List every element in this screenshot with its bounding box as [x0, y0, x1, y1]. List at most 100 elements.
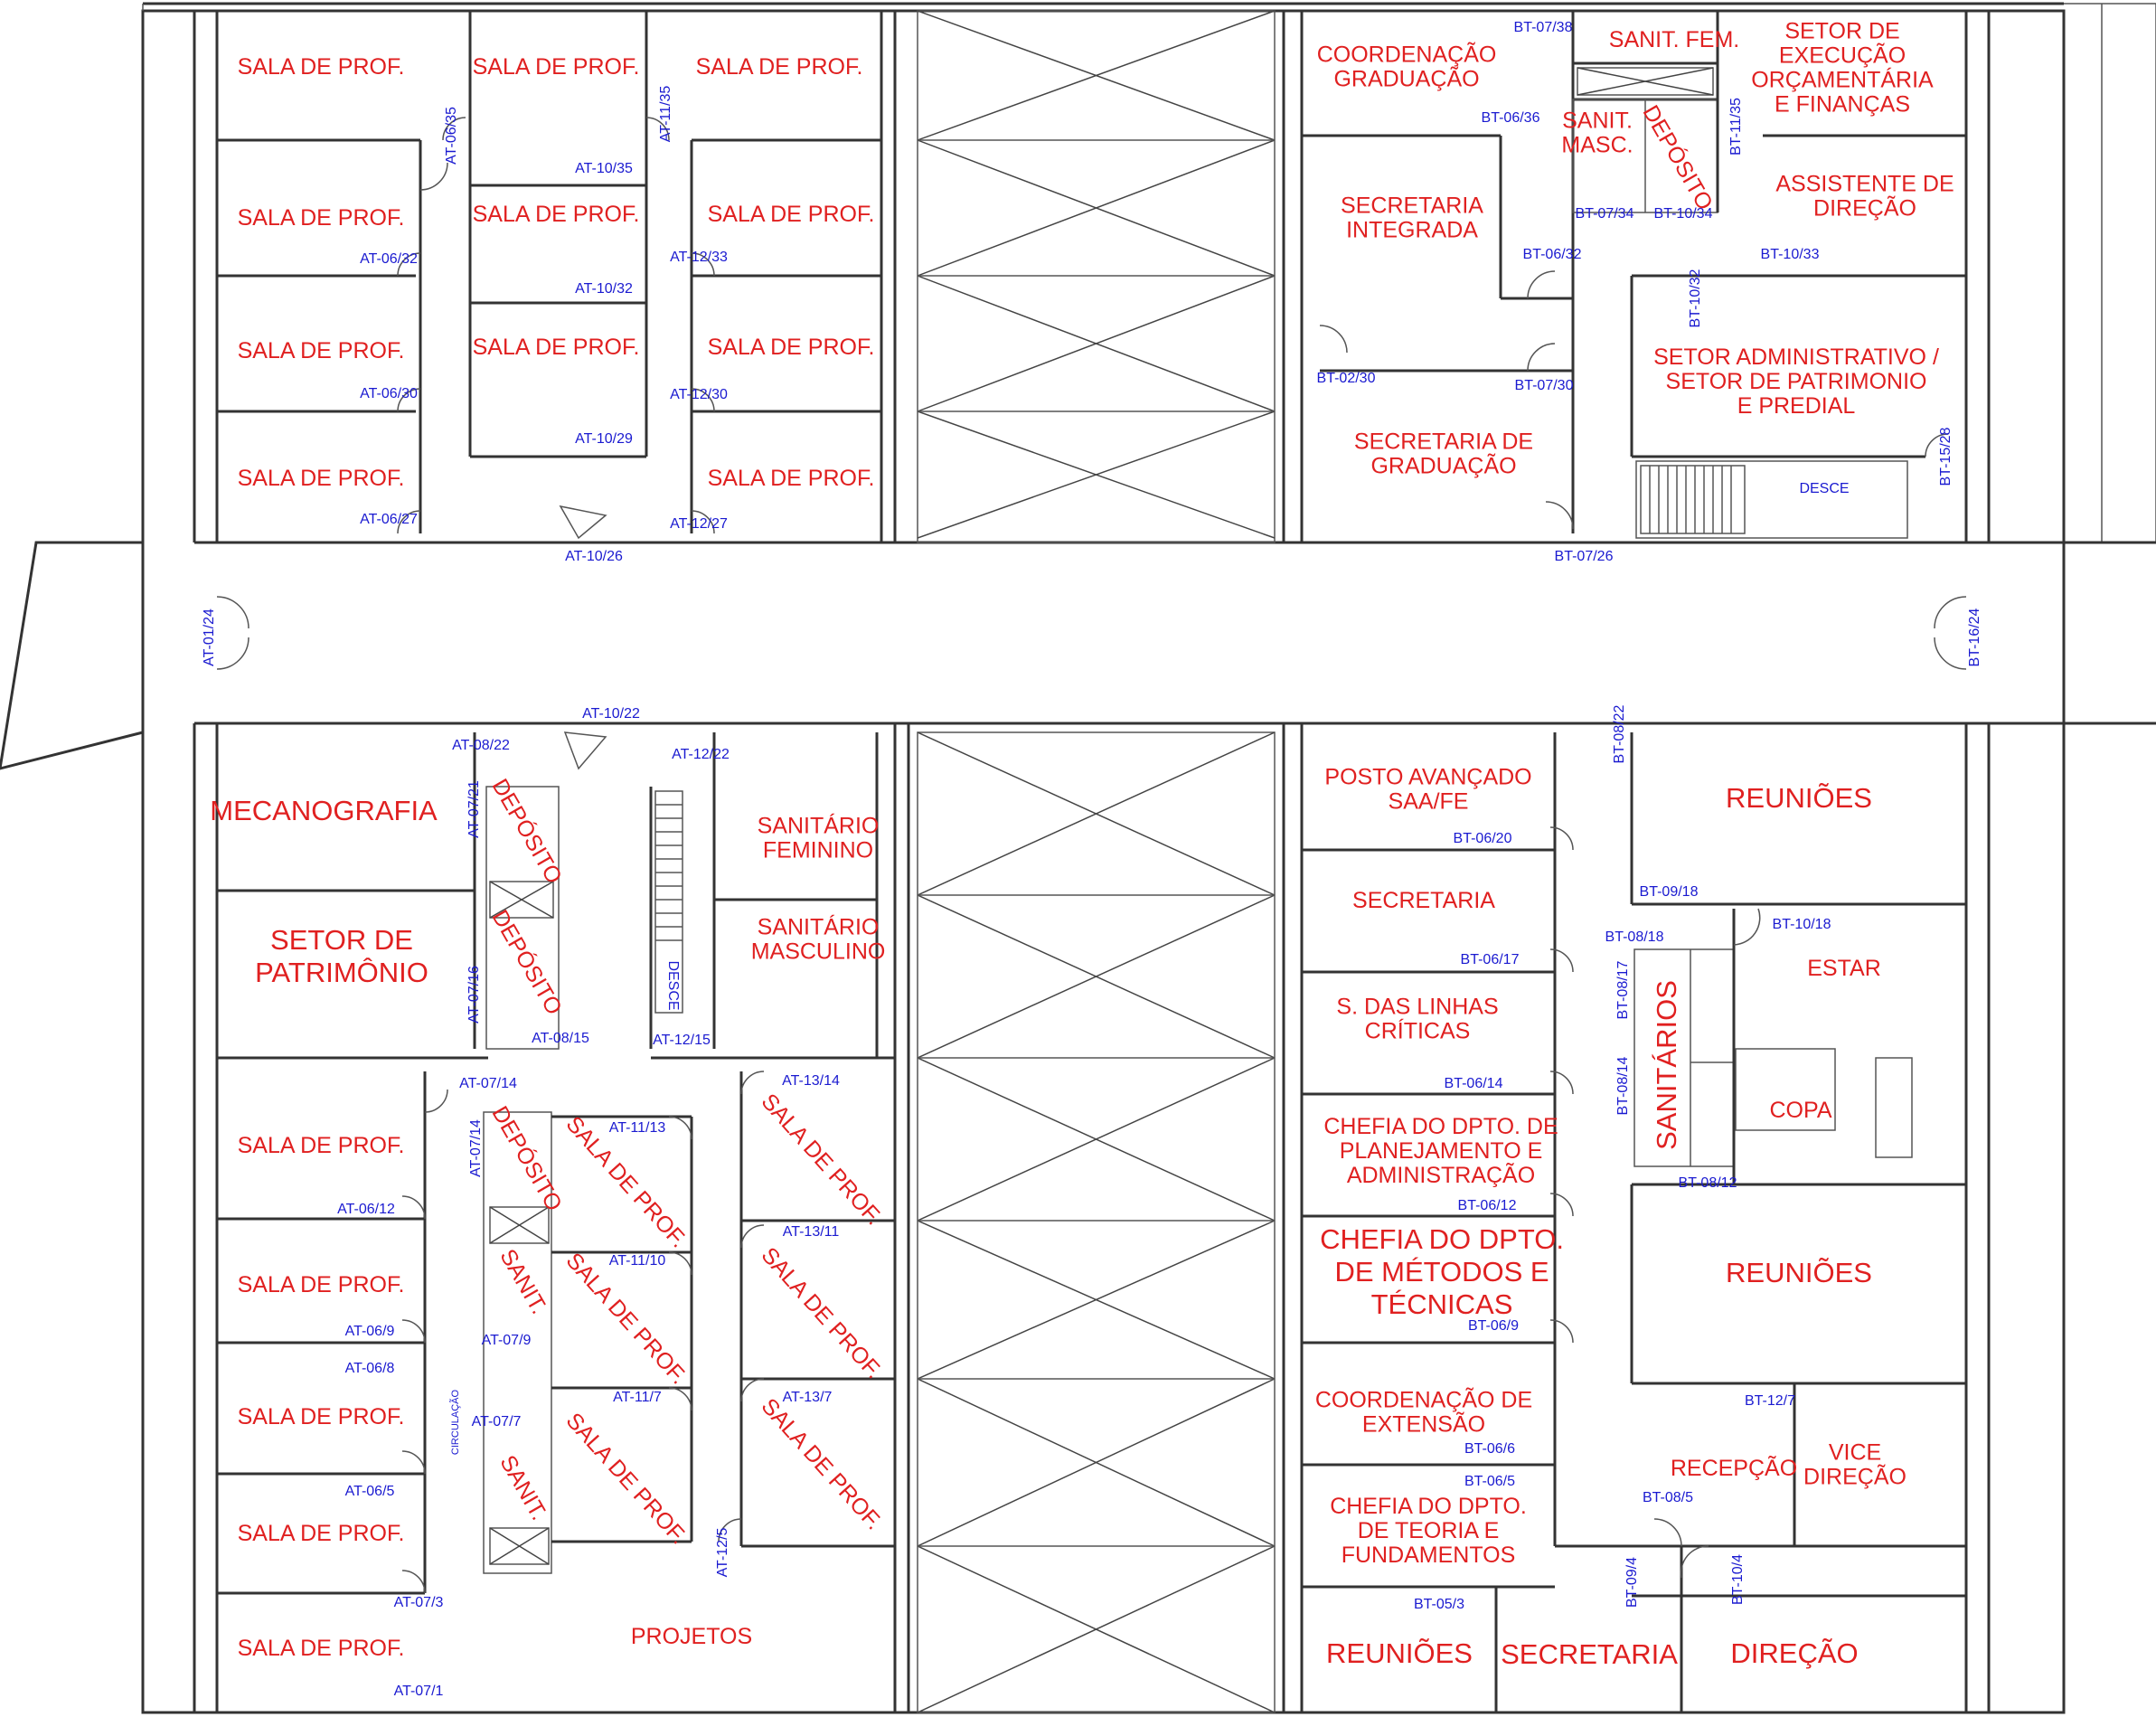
- deposit-boxes: [489, 67, 1714, 1565]
- room-secretaria-d2: SECRETARIA: [1501, 1638, 1678, 1670]
- door-tag: AT-12/5: [715, 1527, 730, 1577]
- door-tag: AT-11/13: [609, 1120, 666, 1136]
- room-sanit-masc-b: SANIT.MASC.: [1561, 108, 1633, 157]
- plan-annotations: DESCE DESCE CIRCULAÇÃO: [449, 481, 1850, 1455]
- door-tag: BT-08/5: [1643, 1490, 1693, 1505]
- door-tag: BT-10/18: [1773, 917, 1831, 932]
- room-sala-prof-a11: SALA DE PROF.: [708, 466, 875, 491]
- door-tag: AT-06/12: [337, 1202, 395, 1217]
- door-tag: AT-06/27: [360, 512, 418, 527]
- door-tag: BT-07/26: [1555, 549, 1614, 564]
- door-tag: BT-06/20: [1454, 831, 1512, 846]
- door-tag: AT-07/21: [466, 780, 482, 838]
- room-deposito-c2: DEPÓSITO: [487, 905, 568, 1019]
- door-tag: BT-05/3: [1414, 1597, 1464, 1612]
- door-tag: BT-06/6: [1464, 1441, 1515, 1457]
- room-projetos: PROJETOS: [631, 1624, 752, 1649]
- room-reunioes-d3: REUNIÕES: [1326, 1637, 1473, 1669]
- door-tag: AT-10/26: [565, 549, 623, 564]
- door-tag: BT-07/34: [1576, 206, 1634, 222]
- door-tag: AT-06/35: [444, 107, 459, 165]
- desce-label-b: DESCE: [1799, 481, 1849, 496]
- door-tag: BT-16/24: [1967, 608, 1982, 666]
- door-tag: AT-01/24: [202, 608, 217, 666]
- room-sanitarios-d: SANITÁRIOS: [1651, 980, 1682, 1150]
- door-tag: BT-10/4: [1730, 1554, 1746, 1605]
- door-tag: BT-07/30: [1515, 378, 1574, 393]
- door-tag: AT-07/14: [468, 1119, 484, 1177]
- room-setor-administrativo: SETOR ADMINISTRATIVO /SETOR DE PATRIMONI…: [1653, 344, 1939, 419]
- room-sanit-c1: SANIT.: [495, 1245, 552, 1318]
- room-sanit-fem: SANIT. FEM.: [1609, 27, 1739, 52]
- door-tag: AT-10/29: [575, 431, 633, 447]
- central-shaft-top: [917, 10, 1276, 543]
- door-tag: BT-06/32: [1523, 247, 1582, 262]
- door-tag: BT-08/17: [1615, 960, 1631, 1019]
- door-tag: BT-08/22: [1612, 704, 1627, 763]
- door-tag: AT-12/15: [653, 1033, 711, 1048]
- door-tag: AT-06/32: [360, 251, 418, 267]
- door-tag: BT-08/18: [1605, 929, 1664, 945]
- stair-c: [654, 790, 683, 1014]
- room-reunioes-d1: REUNIÕES: [1726, 782, 1872, 814]
- door-tag: AT-10/22: [582, 706, 640, 722]
- room-mecanografia: MECANOGRAFIA: [210, 795, 438, 826]
- room-sanit-c2: SANIT.: [495, 1451, 552, 1524]
- central-shaft-bottom: [917, 731, 1276, 1713]
- desce-label-c: DESCE: [665, 960, 681, 1010]
- room-sala-prof-c3: SALA DE PROF.: [757, 1089, 887, 1230]
- door-tag: AT-12/33: [670, 250, 728, 265]
- door-tag: AT-11/35: [658, 86, 673, 143]
- door-tag: AT-12/22: [672, 747, 730, 762]
- door-tag: AT-11/10: [609, 1253, 666, 1269]
- door-tag: AT-07/1: [394, 1684, 444, 1699]
- room-sala-prof-a10: SALA DE PROF.: [238, 466, 405, 491]
- door-tag: AT-07/14: [459, 1076, 517, 1091]
- room-deposito-c3: DEPÓSITO: [487, 1101, 568, 1215]
- door-tag: BT-10/34: [1654, 206, 1713, 222]
- room-deposito-b: DEPÓSITO: [1638, 100, 1718, 214]
- door-tag: BT-09/18: [1640, 884, 1699, 900]
- door-tag: AT-07/7: [472, 1414, 522, 1429]
- room-sala-prof-a7: SALA DE PROF.: [238, 338, 405, 363]
- door-tag: AT-06/5: [345, 1484, 395, 1499]
- room-estar: ESTAR: [1807, 956, 1881, 981]
- circulacao-label: CIRCULAÇÃO: [449, 1389, 461, 1455]
- room-copa: COPA: [1770, 1098, 1832, 1123]
- room-sala-prof-c6: SALA DE PROF.: [757, 1242, 887, 1383]
- door-tag: BT-12/7: [1745, 1393, 1795, 1409]
- room-sala-prof-a1: SALA DE PROF.: [238, 54, 405, 80]
- door-tag: BT-10/33: [1761, 247, 1820, 262]
- room-sala-prof-c11: SALA DE PROF.: [238, 1636, 405, 1661]
- door-tag: BT-06/14: [1445, 1076, 1503, 1091]
- door-tag: AT-12/27: [670, 516, 728, 532]
- room-sala-prof-c9: SALA DE PROF.: [757, 1393, 887, 1534]
- room-direcao: DIREÇÃO: [1730, 1637, 1858, 1669]
- door-tag: BT-10/32: [1688, 269, 1703, 327]
- door-tag: BT-02/30: [1317, 371, 1376, 386]
- room-sala-prof-a9: SALA DE PROF.: [708, 335, 875, 360]
- door-tag: AT-11/7: [613, 1390, 662, 1405]
- door-tag: BT-06/12: [1458, 1198, 1517, 1213]
- room-sala-prof-a3: SALA DE PROF.: [696, 54, 863, 80]
- door-tag: AT-07/16: [466, 966, 482, 1024]
- room-sala-prof-c8: SALA DE PROF.: [561, 1408, 692, 1549]
- door-tag: BT-15/28: [1938, 427, 1954, 486]
- door-tag: AT-08/22: [452, 738, 510, 753]
- door-tag: AT-10/35: [575, 161, 633, 176]
- door-tag: AT-06/8: [345, 1361, 395, 1376]
- door-tag: AT-06/30: [360, 386, 418, 401]
- door-tag: AT-13/11: [783, 1224, 840, 1240]
- door-tag: AT-12/30: [670, 387, 728, 402]
